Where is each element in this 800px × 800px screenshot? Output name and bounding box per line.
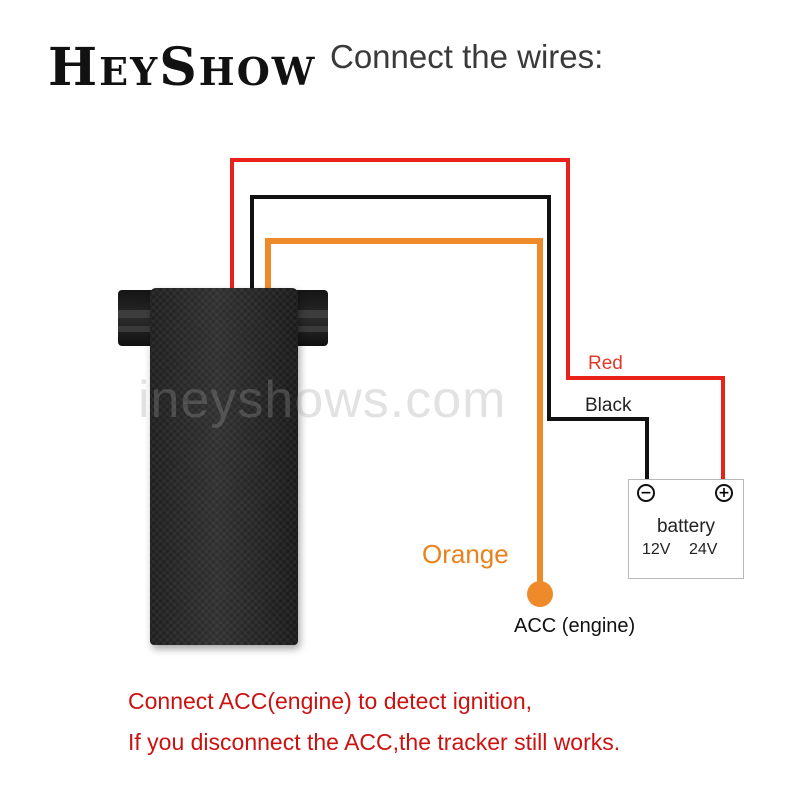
red-wire-label: Red: [588, 353, 623, 374]
brand-letter-h: H: [48, 37, 100, 98]
negative-terminal-icon: −: [637, 484, 655, 502]
battery-voltage-24v: 24V: [689, 541, 718, 558]
watermark-text: ineyshows.com: [138, 371, 507, 429]
positive-terminal-icon: +: [715, 484, 733, 502]
gps-tracker-device: [150, 288, 298, 645]
brand-letters-how: HOW: [198, 49, 317, 94]
battery-title: battery: [656, 516, 716, 537]
orange-wire-label: Orange: [422, 539, 509, 569]
instruction-line-1: Connect ACC(engine) to detect ignition,: [128, 688, 533, 714]
battery-box: − + battery 12V 24V: [628, 479, 744, 579]
battery-voltage-12v: 12V: [642, 541, 671, 558]
brand-letter-s: S: [159, 37, 199, 98]
acc-terminal-dot: [527, 581, 553, 607]
instruction-line-2: If you disconnect the ACC,the tracker st…: [128, 729, 621, 755]
black-wire-label: Black: [585, 395, 632, 416]
black-wire: [250, 195, 649, 485]
acc-engine-label: ACC (engine): [514, 615, 636, 637]
brand-logo: HEYSHOW: [48, 42, 316, 94]
orange-wire: [265, 238, 543, 592]
page-heading: Connect the wires:: [330, 38, 604, 75]
red-wire: [230, 158, 725, 485]
brand-letters-ey: EY: [99, 49, 160, 94]
